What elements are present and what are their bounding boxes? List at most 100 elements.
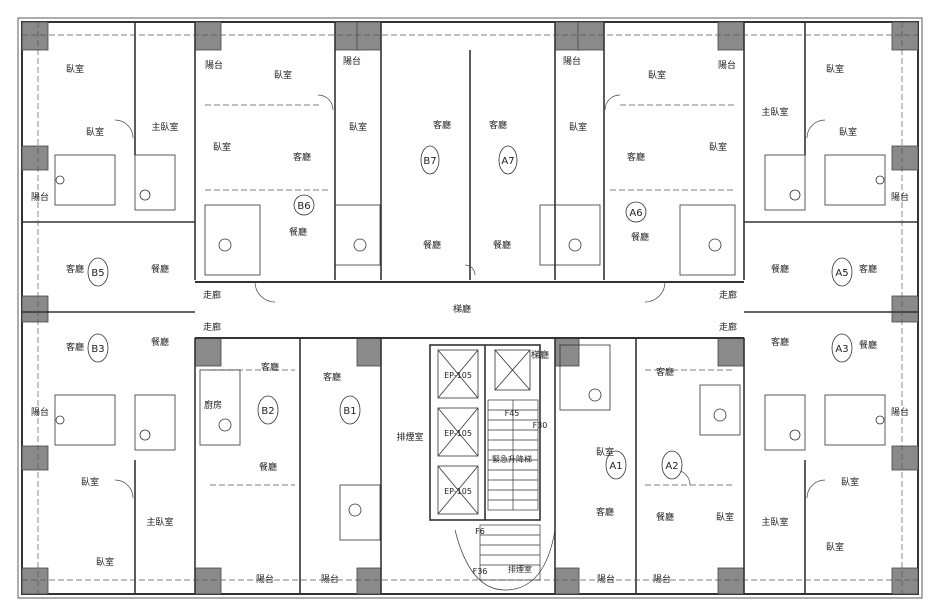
room-bedroom-10: 臥室 bbox=[839, 126, 857, 138]
room-dining-5: 餐廳 bbox=[631, 231, 649, 243]
room-balcony-12: 陽台 bbox=[891, 406, 909, 418]
room-smoke-room: 排煙室 bbox=[396, 431, 423, 443]
room-living-12: 客廳 bbox=[771, 336, 789, 348]
room-dining-2: 餐廳 bbox=[289, 226, 307, 238]
room-bedroom-14: 臥室 bbox=[716, 511, 734, 523]
room-bedroom-4: 臥室 bbox=[213, 141, 231, 153]
unit-marker-a3 bbox=[831, 333, 853, 363]
room-dining-1: 餐廳 bbox=[151, 263, 169, 275]
unit-label-a6: A6 bbox=[629, 208, 642, 219]
room-dining-6: 餐廳 bbox=[771, 263, 789, 275]
unit-marker-b2 bbox=[257, 395, 279, 425]
stair-label: 緊急升降梯 bbox=[492, 454, 532, 464]
unit-marker-a2 bbox=[661, 450, 683, 480]
room-dining-10: 餐廳 bbox=[859, 339, 877, 351]
unit-label-b2: B2 bbox=[261, 406, 274, 417]
unit-label-a1: A1 bbox=[609, 461, 622, 472]
room-balcony-7: 陽台 bbox=[31, 406, 49, 418]
room-master-bedroom-4: 主臥室 bbox=[761, 516, 788, 528]
room-living-11: 客廳 bbox=[656, 366, 674, 378]
dim-label-3: F6 bbox=[475, 527, 485, 536]
room-bedroom-13: 臥室 bbox=[596, 446, 614, 458]
elevator-label-3: EP-105 bbox=[444, 487, 472, 496]
unit-marker-a7 bbox=[498, 145, 518, 175]
room-balcony-10: 陽台 bbox=[597, 573, 615, 585]
room-bedroom-3: 臥室 bbox=[274, 69, 292, 81]
room-dining-9: 餐廳 bbox=[656, 511, 674, 523]
room-master-bedroom-2: 主臥室 bbox=[761, 106, 788, 118]
unit-markers bbox=[87, 145, 853, 480]
unit-label-a3: A3 bbox=[835, 344, 848, 355]
room-living-10: 客廳 bbox=[596, 506, 614, 518]
room-balcony-2: 陽台 bbox=[205, 59, 223, 71]
room-living-4: 客廳 bbox=[489, 119, 507, 131]
fire-room-label: 排煙室 bbox=[508, 564, 532, 574]
elevator-label-2: EP-105 bbox=[444, 429, 472, 438]
unit-label-b5: B5 bbox=[91, 268, 104, 279]
unit-marker-b1 bbox=[339, 395, 361, 425]
room-master-bedroom-1: 主臥室 bbox=[151, 121, 178, 133]
elevator-label-1: EP-105 bbox=[444, 371, 472, 380]
room-kitchen-1: 廚房 bbox=[204, 399, 222, 411]
dim-label-4: F36 bbox=[473, 567, 488, 576]
dim-label-2: F30 bbox=[533, 421, 548, 430]
room-living-3: 客廳 bbox=[433, 119, 451, 131]
room-bedroom-8: 臥室 bbox=[709, 141, 727, 153]
unit-marker-b3 bbox=[87, 333, 109, 363]
room-bedroom-5: 臥室 bbox=[349, 121, 367, 133]
columns bbox=[21, 21, 919, 595]
doors bbox=[114, 94, 826, 499]
room-bedroom-11: 臥室 bbox=[81, 476, 99, 488]
room-living-9: 客廳 bbox=[323, 371, 341, 383]
unit-label-b6: B6 bbox=[297, 201, 310, 212]
room-dining-4: 餐廳 bbox=[493, 239, 511, 251]
unit-marker-a1 bbox=[605, 450, 627, 480]
room-balcony-11: 陽台 bbox=[653, 573, 671, 585]
room-dining-8: 餐廳 bbox=[259, 461, 277, 473]
unit-label-b7: B7 bbox=[423, 156, 436, 167]
room-bedroom-12: 臥室 bbox=[96, 556, 114, 568]
room-bedroom-9: 臥室 bbox=[826, 63, 844, 75]
room-corridor-2: 走廊 bbox=[719, 289, 737, 301]
unit-label-b3: B3 bbox=[91, 344, 104, 355]
room-balcony-6: 陽台 bbox=[891, 191, 909, 203]
unit-marker-b5 bbox=[87, 257, 109, 287]
room-bedroom-15: 臥室 bbox=[841, 476, 859, 488]
unit-label-a5: A5 bbox=[835, 268, 848, 279]
unit-marker-b6 bbox=[293, 194, 315, 216]
stairs bbox=[454, 399, 556, 591]
room-bedroom-6: 臥室 bbox=[569, 121, 587, 133]
room-living-2: 客廳 bbox=[293, 151, 311, 163]
unit-marker-a6 bbox=[625, 201, 647, 223]
room-living-6: 客廳 bbox=[859, 263, 877, 275]
room-corridor-3: 走廊 bbox=[203, 321, 221, 333]
room-dining-3: 餐廳 bbox=[423, 239, 441, 251]
walls bbox=[22, 22, 918, 594]
room-balcony-5: 陽台 bbox=[718, 59, 736, 71]
room-balcony-3: 陽台 bbox=[343, 55, 361, 67]
room-corridor-4: 走廊 bbox=[719, 321, 737, 333]
room-living-5: 客廳 bbox=[627, 151, 645, 163]
grid-lines bbox=[22, 22, 918, 594]
room-bedroom-1: 臥室 bbox=[66, 63, 84, 75]
room-bedroom-2: 臥室 bbox=[86, 126, 104, 138]
room-balcony-8: 陽台 bbox=[256, 573, 274, 585]
unit-label-a2: A2 bbox=[665, 461, 678, 472]
room-master-bedroom-3: 主臥室 bbox=[146, 516, 173, 528]
unit-label-b1: B1 bbox=[343, 406, 356, 417]
room-balcony-4: 陽台 bbox=[563, 55, 581, 67]
room-hall-2: 梯廳 bbox=[531, 349, 549, 361]
room-corridor-1: 走廊 bbox=[203, 289, 221, 301]
room-dining-7: 餐廳 bbox=[151, 336, 169, 348]
room-bedroom-16: 臥室 bbox=[826, 541, 844, 553]
unit-marker-b7 bbox=[420, 145, 440, 175]
room-living-8: 客廳 bbox=[261, 361, 279, 373]
unit-marker-a5 bbox=[831, 257, 853, 287]
room-living-7: 客廳 bbox=[66, 341, 84, 353]
dim-label-1: F45 bbox=[505, 409, 520, 418]
room-balcony-1: 陽台 bbox=[31, 191, 49, 203]
room-living-1: 客廳 bbox=[66, 263, 84, 275]
fixtures bbox=[54, 154, 886, 541]
room-bedroom-7: 臥室 bbox=[648, 69, 666, 81]
